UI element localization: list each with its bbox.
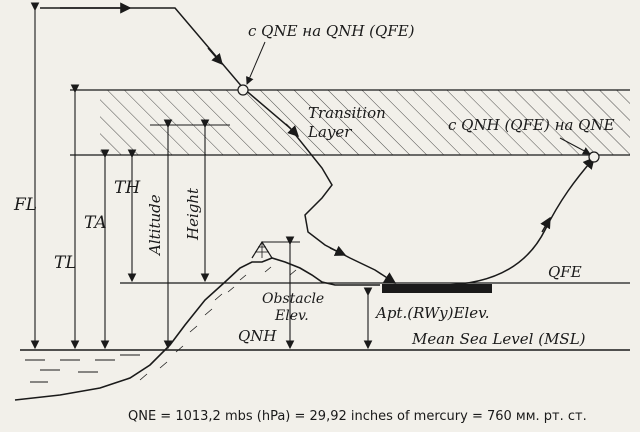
label-qne-to-qnh: с QNE на QNH (QFE) (248, 22, 415, 40)
label-th: TH (114, 178, 141, 198)
label-apt-elev: Apt.(RWy)Elev. (374, 304, 490, 322)
descent-arrow-1 (207, 47, 223, 66)
label-qnh-to-qne: с QNH (QFE) на QNE (448, 116, 615, 134)
climb-arrow-1 (540, 216, 551, 233)
label-msl: Mean Sea Level (MSL) (411, 330, 586, 348)
label-obstacle: Obstacle (262, 291, 324, 307)
label-ta: TA (84, 213, 107, 233)
label-transition: Transition (308, 104, 386, 122)
label-altitude: Altitude (146, 194, 164, 257)
label-qnh: QNH (238, 327, 277, 345)
qnh-to-qne-pointer (559, 137, 591, 155)
label-height: Height (184, 187, 202, 241)
terrain-texture (139, 266, 297, 381)
label-layer: Layer (307, 123, 352, 141)
climb-flight-path (439, 156, 595, 286)
label-fl: FL (13, 195, 37, 215)
terrain-profile (14, 257, 380, 401)
label-tl: TL (54, 253, 77, 273)
qne-to-qnh-pointer (246, 41, 266, 85)
caption-qne: QNE = 1013,2 mbs (hPa) = 29,92 inches of… (128, 409, 587, 424)
descent-arrow-2 (285, 123, 299, 137)
water-dashes (25, 354, 140, 383)
descent-arrow-3 (329, 245, 347, 256)
runway (382, 284, 492, 293)
transition-layer-band (100, 90, 630, 155)
obstacle-mark (251, 240, 273, 259)
label-elev: Elev. (274, 308, 309, 324)
transition-point-climb (588, 151, 600, 163)
label-qfe: QFE (548, 263, 582, 281)
transition-point-descent (237, 84, 249, 96)
